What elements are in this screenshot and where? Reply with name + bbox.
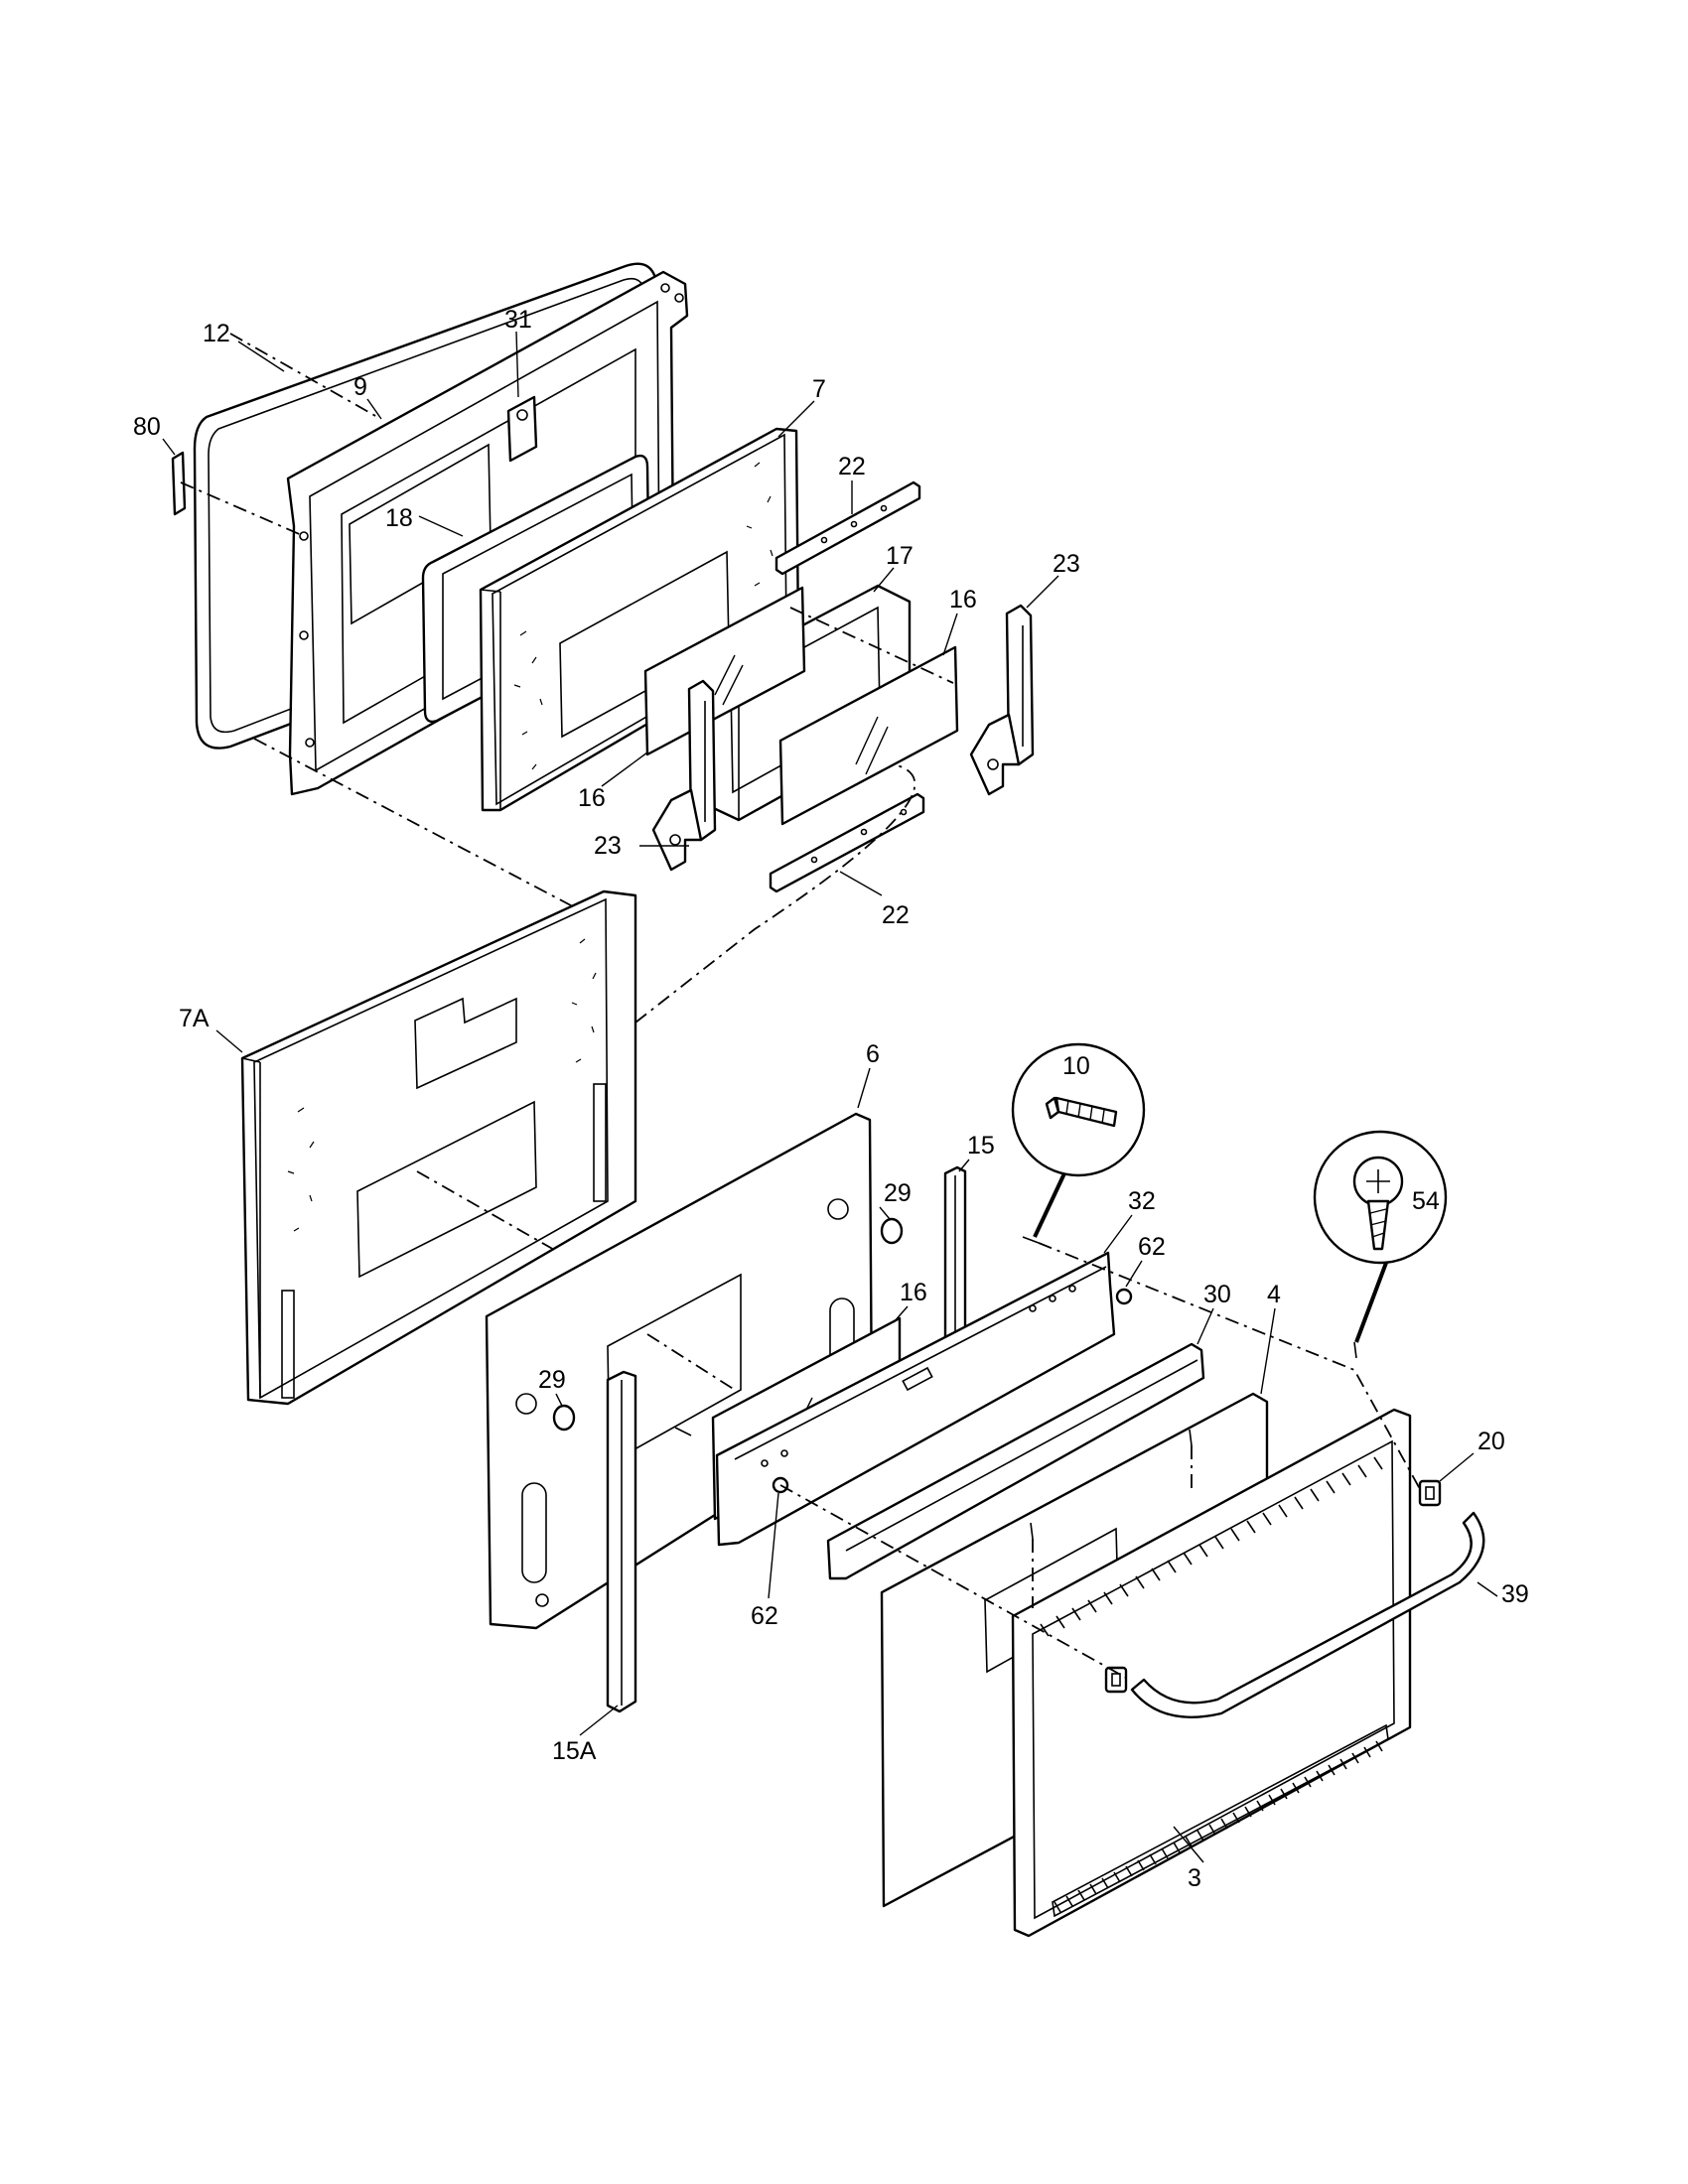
callout-22-bottom: 22 [882,901,910,929]
callout-12: 12 [203,320,230,347]
callout-30: 30 [1203,1281,1231,1308]
callout-39: 39 [1501,1580,1529,1608]
part-15-side-strip [943,1165,967,1344]
part-22-bottom-rail [769,792,925,893]
callout-62-lower: 62 [751,1602,778,1630]
callout-6: 6 [866,1040,880,1068]
part-16-glass-upper [643,586,806,756]
callout-labels: 12 31 9 7 80 18 22 17 23 16 16 23 22 7A … [133,306,1529,1892]
callout-32: 32 [1128,1187,1156,1215]
leader-lines [162,331,1498,1863]
alignment-line-upper-4 [634,763,916,1024]
alignment-line-upper-1 [180,481,305,537]
callout-22-top: 22 [838,453,866,480]
screw-icon [674,1236,1357,1540]
callout-54: 54 [1412,1187,1440,1215]
callout-15: 15 [967,1132,995,1160]
detail-magnifier-10 [1011,1042,1146,1238]
callout-29-lower: 29 [538,1366,566,1394]
callout-23-left: 23 [594,832,622,860]
callout-23-right: 23 [1053,550,1080,578]
callout-7: 7 [812,375,826,403]
part-20-end-cap [1104,1479,1442,1694]
alignment-line-lower-1 [416,1170,557,1252]
callout-4: 4 [1267,1281,1281,1308]
part-23-hinge-right [969,604,1035,796]
part-31-bracket [506,395,538,463]
detail-magnifier-54 [1313,1130,1448,1343]
callout-10: 10 [1062,1052,1090,1080]
alignment-line-upper-5 [789,607,954,684]
callout-16-right: 16 [949,586,977,614]
callout-15A: 15A [552,1737,597,1765]
part-7A-insulation [240,889,637,1406]
callout-7A: 7A [179,1005,210,1032]
part-30-bottom-bracket [826,1342,1205,1580]
callout-80: 80 [133,413,161,441]
part-80-label [171,451,187,516]
callout-18: 18 [385,504,413,532]
callout-9: 9 [353,373,367,401]
alignment-line-lower-4 [779,1484,1127,1679]
part-29-bumper-lower [552,1404,576,1432]
callout-17: 17 [886,542,914,570]
part-23-hinge-left [651,679,717,872]
part-39-handle [1130,1511,1485,1718]
callout-62-upper: 62 [1138,1233,1166,1261]
part-22-top-rail [774,480,921,576]
part-15A-side-strip [606,1370,637,1713]
part-32-channel [715,1251,1116,1547]
callout-20: 20 [1477,1428,1505,1455]
callout-16-left: 16 [578,784,606,812]
part-29-bumper-upper [880,1217,904,1245]
callout-29-upper: 29 [884,1179,912,1207]
callout-16-middle: 16 [900,1279,927,1306]
callout-31: 31 [504,306,532,334]
part-3-door-frame [1011,1408,1412,1938]
alignment-line-upper-3 [253,738,587,914]
part-16-glass-lower [778,645,959,826]
callout-3: 3 [1188,1864,1201,1892]
